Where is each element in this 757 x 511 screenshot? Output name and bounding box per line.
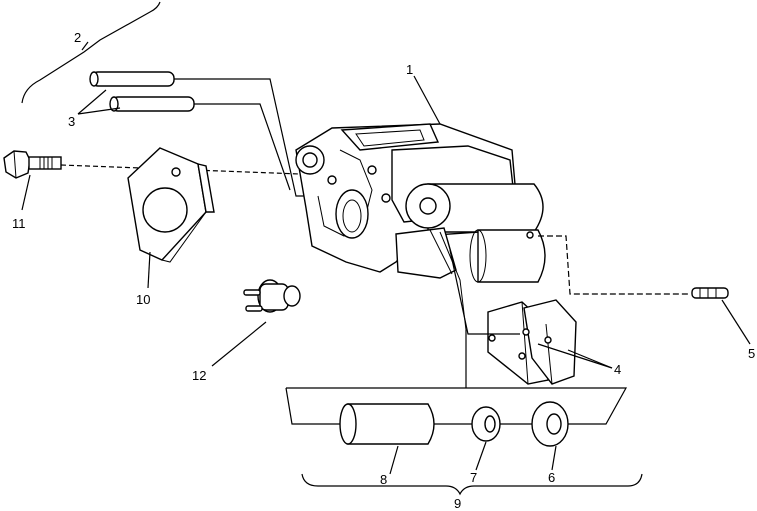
brake-pads-4 bbox=[487, 299, 577, 385]
callout-6: 6 bbox=[548, 470, 555, 485]
plate-10 bbox=[127, 147, 215, 263]
callout-10: 10 bbox=[136, 292, 150, 307]
leader-10 bbox=[147, 251, 151, 289]
callout-11: 11 bbox=[12, 216, 26, 231]
leaders-8-7-6 bbox=[389, 441, 557, 475]
piston-8 bbox=[339, 403, 435, 445]
callout-9: 9 bbox=[454, 496, 461, 511]
seal-6 bbox=[531, 401, 569, 447]
callout-2: 2 bbox=[74, 30, 81, 45]
leader-4 bbox=[537, 343, 613, 369]
callout-12: 12 bbox=[192, 368, 206, 383]
callout-8: 8 bbox=[380, 472, 387, 487]
axis-line-5 bbox=[538, 235, 690, 295]
bracket-9 bbox=[301, 473, 643, 496]
grommet-12 bbox=[243, 279, 301, 313]
callout-4: 4 bbox=[614, 362, 621, 377]
callout-7: 7 bbox=[470, 470, 477, 485]
pin-lower bbox=[109, 96, 195, 112]
leader-5 bbox=[721, 299, 751, 345]
kit-frame bbox=[285, 330, 628, 425]
leader-1 bbox=[413, 75, 441, 125]
caliper-body-1 bbox=[295, 123, 546, 331]
bleeder-5 bbox=[691, 287, 729, 299]
pin-upper bbox=[89, 71, 175, 87]
callout-1: 1 bbox=[406, 62, 413, 77]
leader-11 bbox=[21, 174, 31, 211]
seal-7 bbox=[471, 406, 501, 442]
leader-12 bbox=[211, 321, 267, 367]
bracket-2 bbox=[21, 1, 161, 104]
bolt-11 bbox=[3, 150, 62, 179]
callout-3: 3 bbox=[68, 114, 75, 129]
pad-axis-line bbox=[449, 249, 520, 335]
leader-3 bbox=[77, 89, 121, 115]
callout-5: 5 bbox=[748, 346, 755, 361]
